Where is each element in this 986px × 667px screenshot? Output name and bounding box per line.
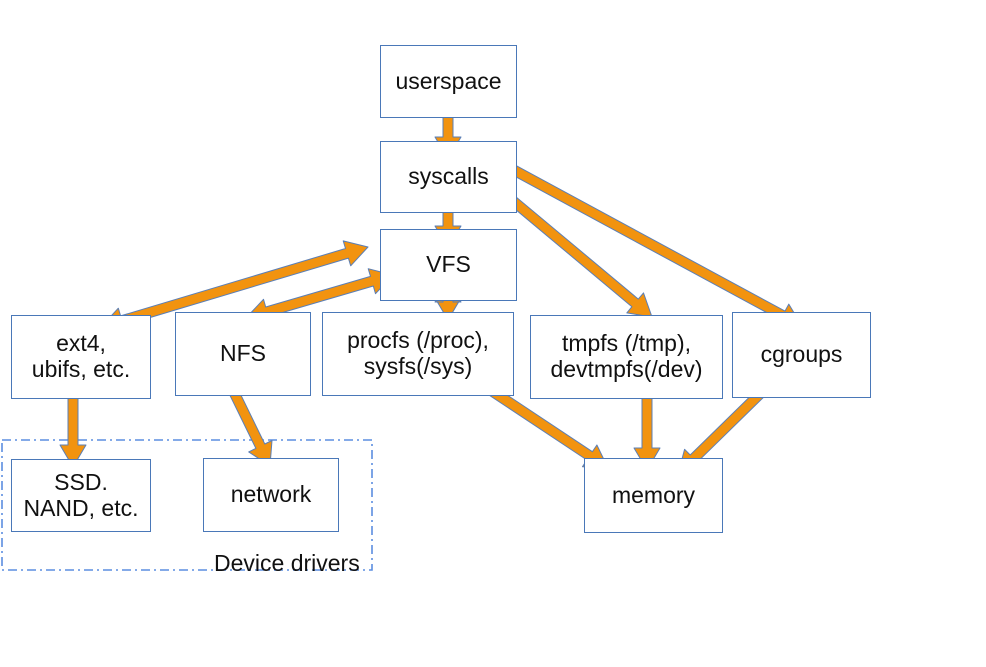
- arrow-syscalls-to-tmpfs: [490, 180, 653, 318]
- userspace-label: userspace: [395, 67, 502, 94]
- memory-box: memory: [584, 458, 723, 533]
- cgroups-label: cgroups: [760, 341, 843, 368]
- ssd-label: SSD. NAND, etc.: [23, 468, 139, 521]
- arrow-syscalls-to-cgroups: [507, 163, 803, 328]
- ext4-box: ext4, ubifs, etc.: [11, 315, 151, 399]
- device-drivers-label: Device drivers: [214, 550, 360, 576]
- syscalls-label: syscalls: [408, 163, 489, 190]
- procfs-label: procfs (/proc), sysfs(/sys): [347, 327, 489, 379]
- nfs-label: NFS: [220, 340, 266, 367]
- memory-label: memory: [611, 481, 696, 508]
- procfs-box: procfs (/proc), sysfs(/sys): [322, 312, 514, 396]
- ssd-box: SSD. NAND, etc.: [11, 459, 151, 532]
- network-label: network: [230, 481, 312, 508]
- userspace-box: userspace: [380, 45, 517, 118]
- nfs-box: NFS: [175, 312, 311, 396]
- ext4-label: ext4, ubifs, etc.: [31, 330, 131, 382]
- tmpfs-box: tmpfs (/tmp), devtmpfs(/dev): [530, 315, 723, 399]
- device-drivers-group-boundary: [1, 439, 373, 571]
- arrow-ext4-to-ssd: [59, 390, 87, 468]
- syscalls-box: syscalls: [380, 141, 517, 213]
- tmpfs-label: tmpfs (/tmp), devtmpfs(/dev): [550, 330, 703, 382]
- vfs-box: VFS: [380, 229, 517, 301]
- cgroups-box: cgroups: [732, 312, 871, 398]
- vfs-label: VFS: [426, 251, 471, 278]
- network-box: network: [203, 458, 339, 532]
